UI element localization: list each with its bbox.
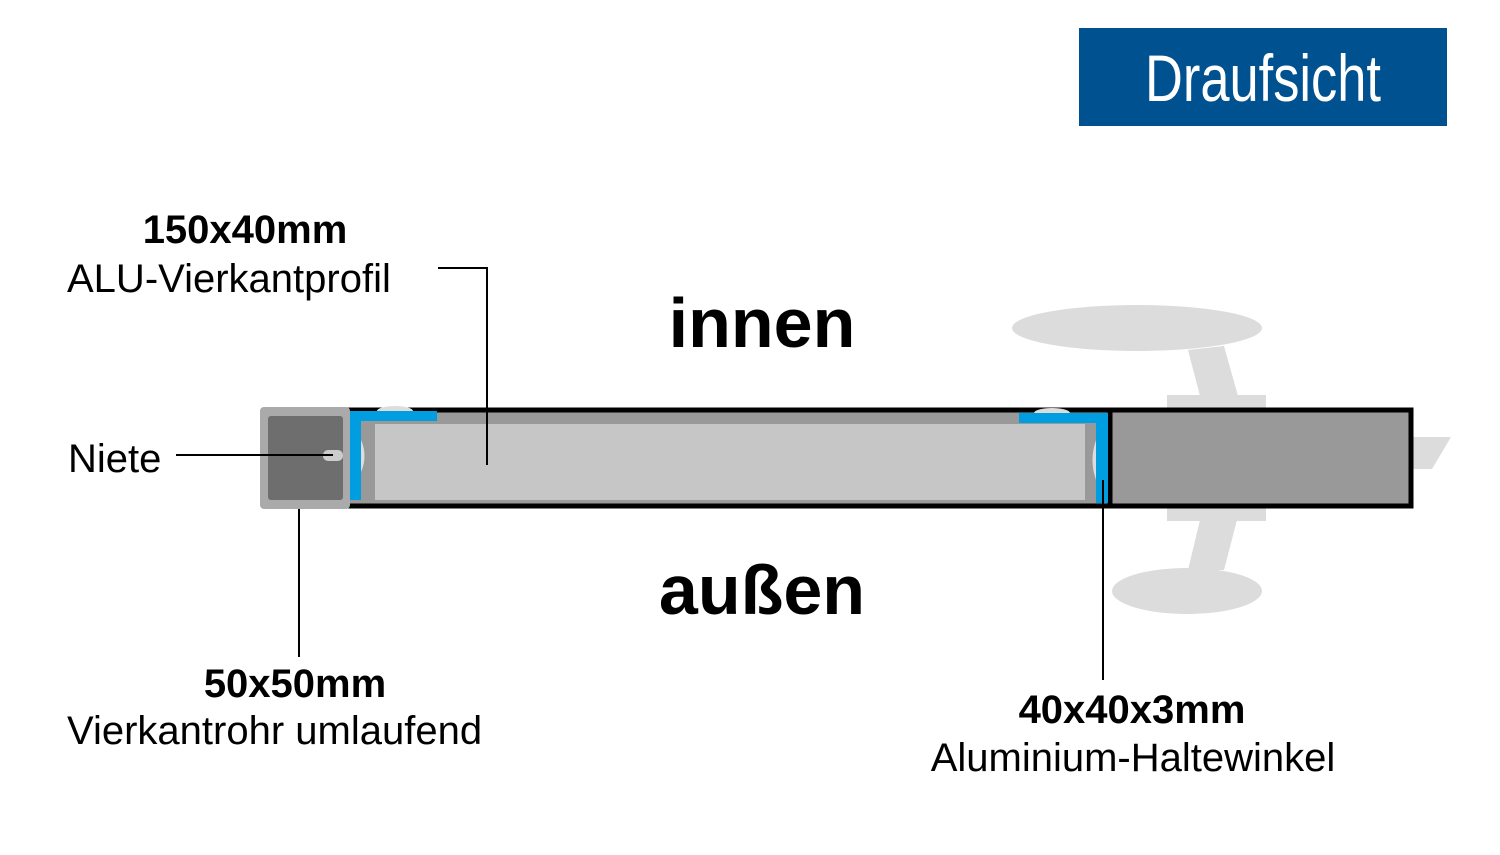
handle-top-stem xyxy=(1188,346,1238,396)
handle-top-grip xyxy=(1012,305,1262,351)
title-badge-label: Draufsicht xyxy=(1145,41,1381,115)
profile-name-label: ALU-Vierkantprofil xyxy=(67,257,391,301)
handle-bottom-stem xyxy=(1188,520,1237,570)
door-handle xyxy=(1012,305,1451,614)
aluminium-angle-left xyxy=(350,411,437,500)
square-tube-inner xyxy=(268,416,343,500)
rivet-label: Niete xyxy=(68,437,161,481)
title-badge-background xyxy=(1079,28,1447,126)
profile-leader-line xyxy=(438,267,488,465)
aluminium-angle-right xyxy=(1019,413,1108,503)
handle-bottom-grip xyxy=(1112,568,1262,614)
handle-top-rose xyxy=(1167,395,1266,410)
tube-size-label: 50x50mm xyxy=(204,662,386,706)
outside-label: außen xyxy=(659,551,865,629)
handle-bottom-rose xyxy=(1167,506,1266,521)
tube-name-label: Vierkantrohr umlaufend xyxy=(67,709,482,753)
alu-profile-fill xyxy=(375,424,1085,500)
rivet-head-left xyxy=(361,440,365,472)
rivet-head-right xyxy=(1092,440,1096,480)
angle-size-label: 40x40x3mm xyxy=(1019,688,1246,732)
profile-size-label: 150x40mm xyxy=(143,208,348,252)
angle-name-label: Aluminium-Haltewinkel xyxy=(931,736,1336,780)
lock-latch xyxy=(1413,437,1451,469)
inside-label: innen xyxy=(669,284,856,362)
title-badge: Draufsicht xyxy=(1079,28,1447,126)
